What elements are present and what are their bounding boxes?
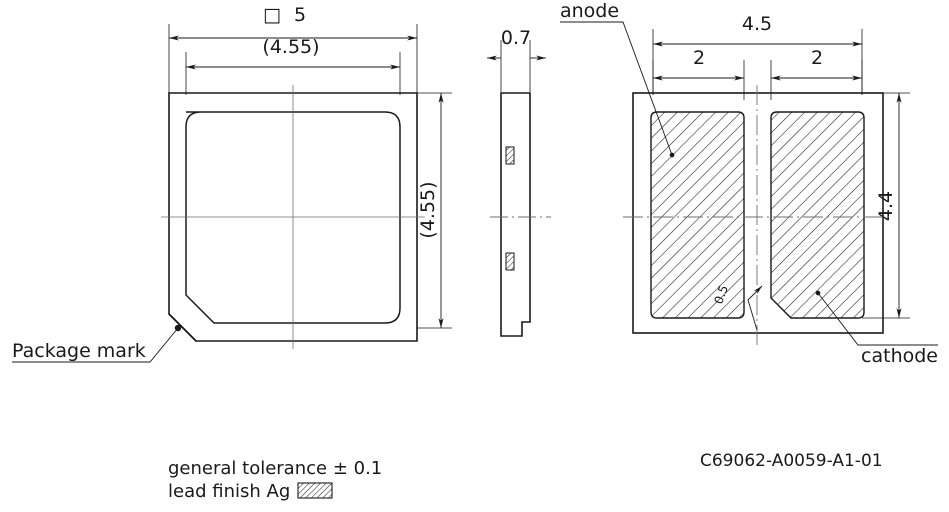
- bottom-view-body-outline: [632, 92, 884, 334]
- package-chamfer-edge: [168, 313, 197, 342]
- anode-pad: [650, 111, 745, 319]
- notch-dimension-leader: [747, 285, 763, 331]
- emitting-surface-outline: [185, 111, 401, 324]
- cathode-pad: [770, 111, 865, 319]
- top-view-extension-lines: [168, 24, 452, 329]
- dimension-label-bottom-height: 4.4: [875, 191, 897, 221]
- part-number: C69062-A0059-A1-01: [700, 451, 883, 471]
- dimension-label-notch: 0.5: [711, 283, 731, 306]
- anode-leader: [560, 21, 675, 158]
- bottom-view-centerlines: [623, 85, 893, 345]
- lead-finish-swatch: [297, 482, 333, 499]
- bottom-view: 4.5 2 2 4.4 anode cathode 0.5: [560, 0, 938, 367]
- side-view-body-outline: [500, 92, 531, 337]
- note-general-tolerance: general tolerance ± 0.1: [168, 458, 382, 479]
- dimension-label-pad-right: 2: [811, 47, 823, 69]
- top-view: □ 5 (4.55) (4.55) Package mark: [12, 4, 452, 363]
- label-package-mark: Package mark: [12, 340, 146, 362]
- dimension-label-overall-5: 5: [294, 4, 306, 26]
- dimension-label-pad-left: 2: [693, 47, 705, 69]
- dimension-label-bottom-overall: 4.5: [742, 13, 772, 35]
- package-mark-leader: [12, 327, 179, 363]
- dimension-square-symbol: □: [263, 4, 281, 26]
- lead-finish-mark-lower: [505, 252, 515, 271]
- notes-block: general tolerance ± 0.1 lead finish Ag: [168, 458, 382, 502]
- side-view-extension-lines: [500, 40, 531, 92]
- cathode-leader: [815, 290, 938, 346]
- top-view-centerlines: [161, 85, 425, 349]
- note-lead-finish: lead finish Ag: [168, 481, 290, 502]
- dimension-label-thickness: 0.7: [501, 27, 531, 49]
- package-outline: [168, 92, 418, 342]
- dimension-label-inner-height: (4.55): [417, 181, 439, 238]
- side-view: 0.7: [487, 27, 551, 337]
- label-anode: anode: [560, 0, 619, 22]
- label-cathode: cathode: [861, 345, 938, 367]
- dimension-label-inner-width: (4.55): [262, 36, 319, 58]
- lead-finish-mark-upper: [505, 146, 515, 165]
